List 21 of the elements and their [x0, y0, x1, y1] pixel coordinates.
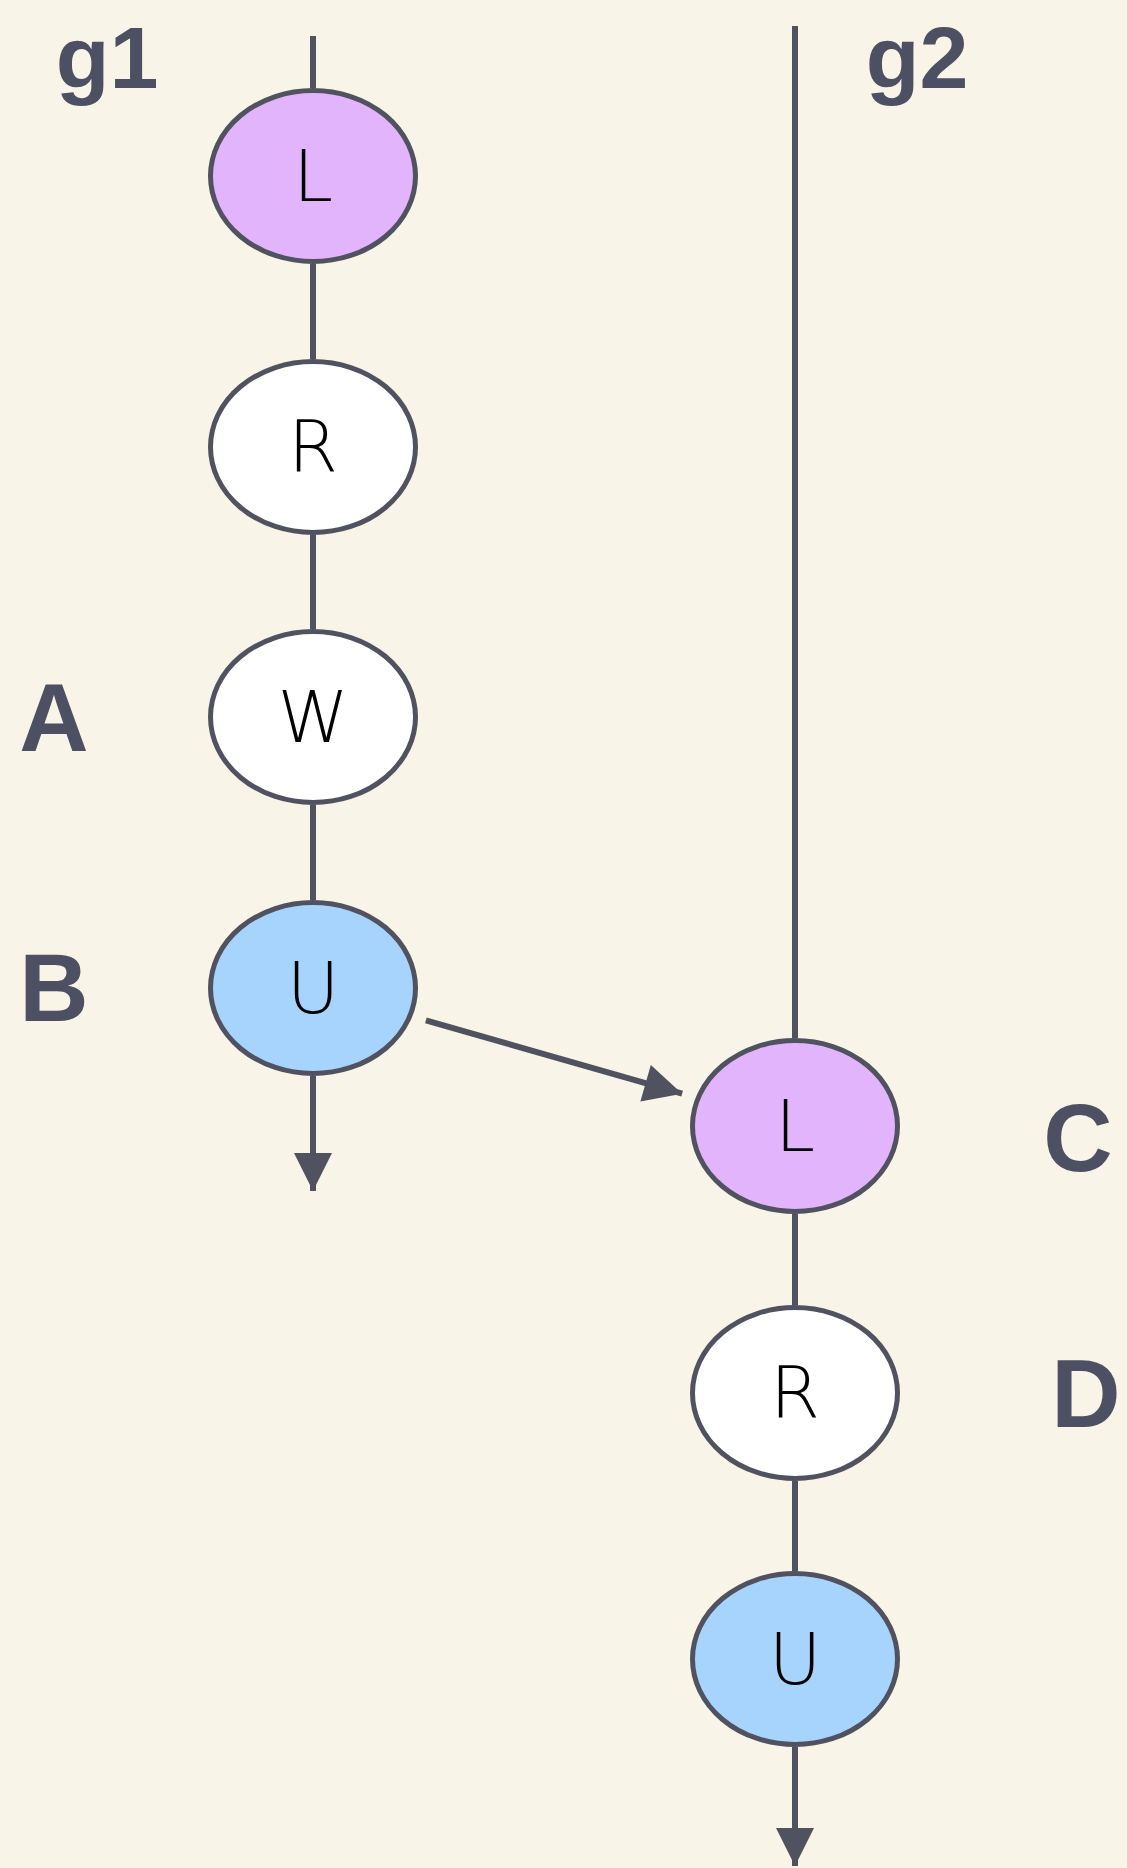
- connector-line: [792, 1481, 798, 1571]
- side-label: D: [1051, 1346, 1121, 1442]
- side-label: B: [19, 940, 89, 1036]
- side-label: C: [1043, 1090, 1113, 1186]
- node-label: U: [768, 1623, 822, 1695]
- arrow: [425, 1017, 683, 1102]
- node-label: L: [292, 140, 334, 212]
- connector-line: [792, 1214, 798, 1305]
- node-label: R: [288, 411, 338, 483]
- connector-line: [310, 264, 316, 359]
- arrow: [776, 1747, 814, 1866]
- node-label: R: [770, 1357, 820, 1429]
- arrow: [294, 1076, 332, 1191]
- node-label: W: [277, 681, 349, 753]
- node-label: L: [774, 1090, 816, 1162]
- connector-line: [310, 535, 316, 629]
- connector-line: [792, 26, 798, 1038]
- side-label: A: [19, 670, 89, 766]
- node-label: U: [286, 952, 340, 1024]
- connector-line: [310, 805, 316, 900]
- connector-line: [310, 36, 316, 88]
